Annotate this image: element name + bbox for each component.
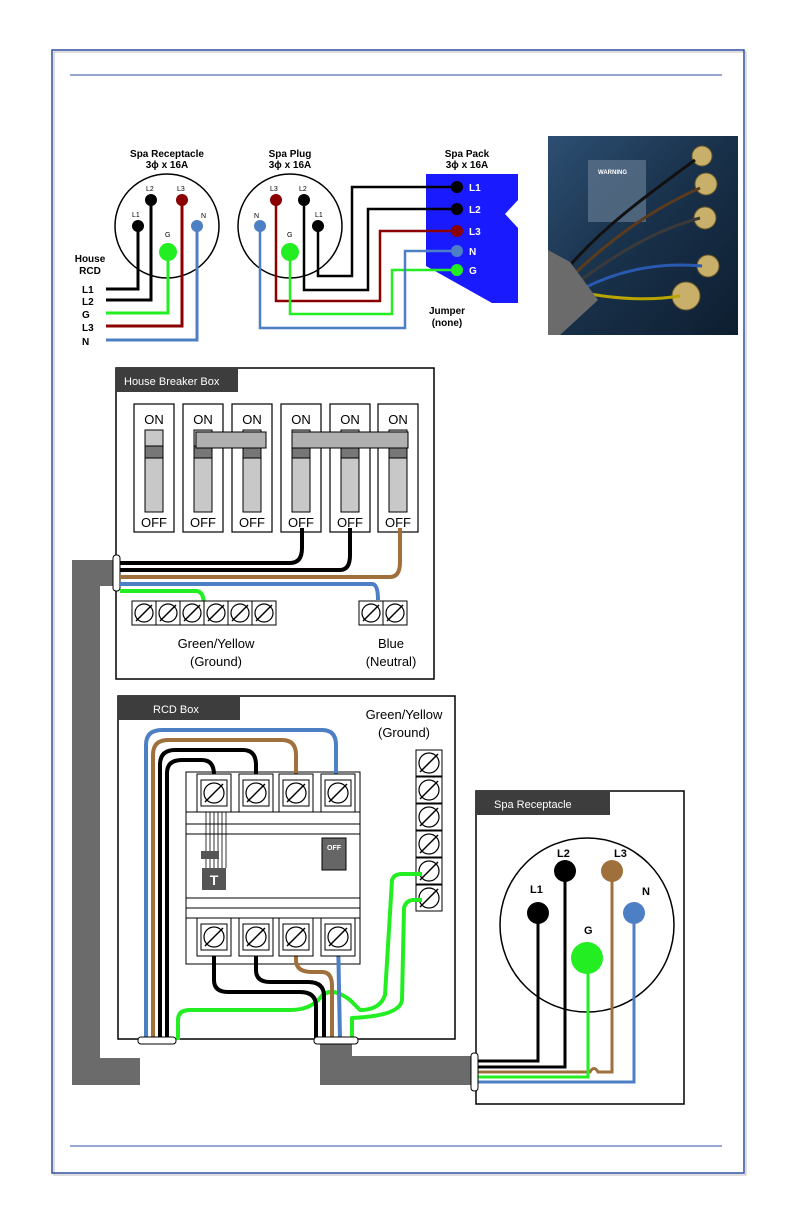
rcd-switch: [321, 837, 347, 871]
breaker-2: ON OFF: [182, 403, 224, 533]
pack-terminal-l2: L2: [469, 205, 481, 216]
photo-warning-text: WARNING: [598, 170, 627, 176]
house-rcd-label: House: [75, 254, 106, 265]
spa-pin-n-label: N: [642, 886, 650, 898]
rcd-switch-label: OFF: [327, 845, 342, 852]
spa-pin-l2-label: L2: [557, 848, 570, 860]
breaker-off-label: OFF: [239, 515, 265, 530]
spa-pin-g-label: G: [584, 925, 593, 937]
ground-terminal-strip: [131, 600, 277, 626]
breaker-box-title: House Breaker Box: [124, 376, 220, 388]
rcd-wire-l2: L2: [82, 297, 94, 308]
breaker-on-label: ON: [193, 412, 213, 427]
breaker-3: ON OFF: [231, 403, 273, 533]
spa-pack-rating: 3ϕ x 16A: [446, 160, 489, 171]
breaker-off-label: OFF: [190, 515, 216, 530]
spa-plug-title: Spa Plug: [269, 149, 312, 160]
breaker-on-label: ON: [388, 412, 408, 427]
breaker-on-label: ON: [242, 412, 262, 427]
jumper-value: (none): [432, 318, 463, 329]
spa-receptacle-title: Spa Receptacle: [130, 149, 204, 160]
rcd-ground-label: Green/Yellow: [366, 707, 443, 722]
neutral-terminal-strip: [358, 600, 408, 626]
breaker-off-label: OFF: [337, 515, 363, 530]
rec-pin-n-label: N: [201, 213, 206, 220]
rec-pin-l1-label: L1: [132, 212, 140, 219]
breaker-6: ON OFF: [377, 403, 419, 533]
pack-terminal-g: G: [469, 266, 477, 277]
breaker-on-label: ON: [291, 412, 311, 427]
rec-pin-g-label: G: [165, 232, 170, 239]
plug-pin-g-label: G: [287, 232, 292, 239]
pack-terminal-l1: L1: [469, 183, 481, 194]
breaker-on-label: ON: [144, 412, 164, 427]
breaker-on-label: ON: [340, 412, 360, 427]
spa-receptacle-rating: 3ϕ x 16A: [146, 160, 189, 171]
breaker-off-label: OFF: [385, 515, 411, 530]
plug-pin-n-label: N: [254, 213, 259, 220]
spa-pin-l1-label: L1: [530, 884, 543, 896]
top-wiring-diagram: Spa Receptacle 3ϕ x 16A Spa Plug 3ϕ x 16…: [75, 149, 518, 348]
spa-receptacle-box-title: Spa Receptacle: [494, 799, 572, 811]
breaker-neutral-label: Blue: [378, 636, 404, 651]
jumper-label: Jumper: [429, 306, 465, 317]
plug-pin-l3-label: L3: [270, 186, 278, 193]
house-rcd-label-2: RCD: [79, 266, 101, 277]
rcd-test-label: T: [210, 872, 219, 888]
rcd-wire-l3: L3: [82, 323, 94, 334]
breaker-off-label: OFF: [141, 515, 167, 530]
breaker-off-label: OFF: [288, 515, 314, 530]
rec-pin-l3-label: L3: [177, 186, 185, 193]
spa-receptacle-box: Spa Receptacle L1 L2 L3 N G: [470, 790, 685, 1105]
spa-pack-title: Spa Pack: [445, 149, 490, 160]
breaker-4: ON OFF: [280, 403, 322, 533]
breaker-ground-label: Green/Yellow: [178, 636, 255, 651]
rcd-ground-label-2: (Ground): [378, 725, 430, 740]
rcd-ground-terminals: [415, 749, 443, 912]
pack-terminal-n: N: [469, 247, 476, 258]
spa-pin-l3-label: L3: [614, 848, 627, 860]
rcd-box-title: RCD Box: [153, 704, 199, 716]
house-breaker-box: House Breaker Box ONOFFONOFFONOFFONOFFON…: [72, 367, 435, 1085]
breaker-5: ON OFF: [329, 403, 371, 533]
breaker-neutral-label-2: (Neutral): [366, 654, 417, 669]
rcd-wire-l1: L1: [82, 285, 94, 296]
plug-pin-l2-label: L2: [299, 186, 307, 193]
breaker-ground-label-2: (Ground): [190, 654, 242, 669]
rcd-wire-g: G: [82, 310, 90, 321]
pack-terminal-l3: L3: [469, 227, 481, 238]
rcd-box: RCD Box Green/Yellow (Ground) T OFF: [117, 695, 476, 1085]
breaker-1: ON OFF: [133, 403, 175, 533]
rcd-test-button: [202, 868, 226, 890]
spa-pack-photo: WARNING: [548, 136, 738, 335]
spa-plug-rating: 3ϕ x 16A: [269, 160, 312, 171]
rec-pin-l2-label: L2: [146, 186, 154, 193]
rcd-wire-n: N: [82, 337, 89, 348]
plug-pin-l1-label: L1: [315, 212, 323, 219]
